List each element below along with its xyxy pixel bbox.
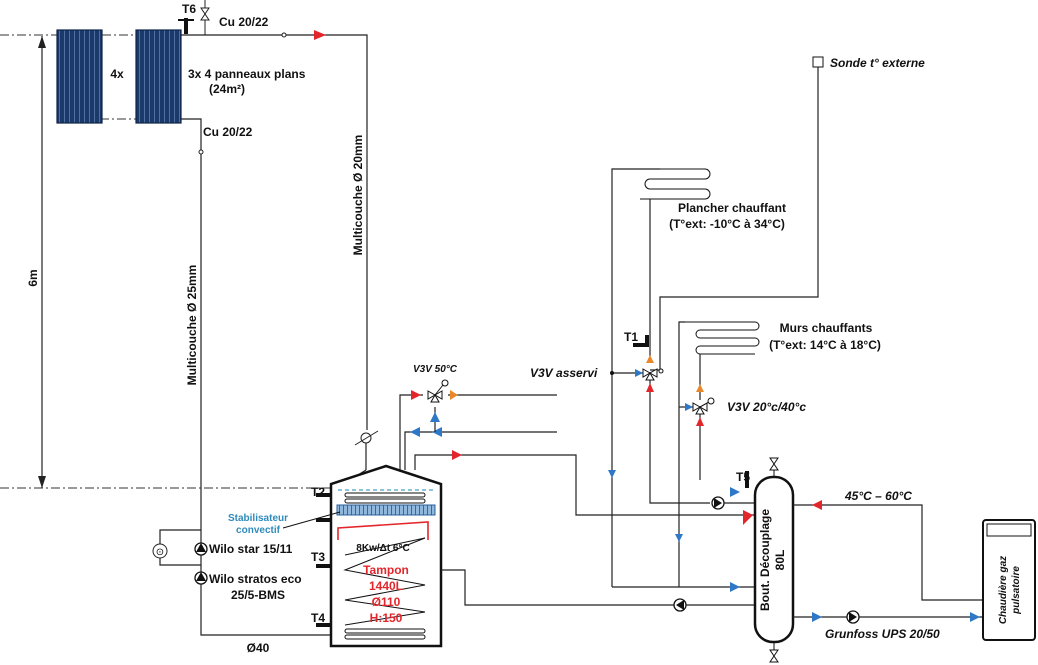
boiler-label-2: pulsatoire [1011,566,1022,615]
grunfoss-pump-icon [846,610,860,624]
plancher-label-1: Plancher chauffant [678,201,786,215]
t4-label: T4 [311,611,325,625]
temp-range-label: 45°C – 60°C [844,489,912,503]
panels-label-1: 3x 4 panneaux plans [188,67,306,81]
grunfoss-label: Grunfoss UPS 20/50 [825,627,940,641]
v3v-50-valve-icon [427,379,449,403]
tank-label-2: 1440L [369,579,403,593]
t1-label: T1 [624,330,638,344]
stabilizer-label-2: convectif [236,525,281,536]
t5-label: T5 [736,470,750,484]
wilo-stratos-label-1: Wilo stratos eco [209,572,302,586]
wilo-star-pump-icon [194,542,208,556]
sonde-label: Sonde t° externe [830,56,925,70]
drain-valve-icon [769,642,779,663]
floor-heating-coil [611,168,711,485]
solar-pump-group: ⊙ Wilo star 15/11 Wilo stratos eco 25/5-… [152,529,302,655]
height-dimension: 6m [26,36,46,488]
tank-label-1: Tampon [363,563,409,577]
top-vent-icon [769,457,779,477]
floor-pump-icon [711,496,725,510]
heating-circuits: Sonde t° externe Plancher chauffant (T°e… [530,56,925,612]
wilo-star-label: Wilo star 15/11 [209,542,293,556]
cu-top-label: Cu 20/22 [219,15,269,29]
panels-label-2: (24m²) [209,82,245,96]
collector-pipes: T6 Cu 20/22 Cu 20/22 Multicouche Ø 25mm … [178,0,379,636]
t2-label: T2 [311,485,325,499]
solar-panels: 4x 3x 4 panneaux plans (24m²) [56,29,306,124]
tank-label-4: H:150 [370,611,403,625]
height-label: 6m [26,269,40,286]
bout-label-1: Bout. Découplage [758,509,772,611]
buffer-tank: T2 T3 T4 Stabilisateur convectif 8Kw/Δt … [228,464,443,648]
boiler-label-1: Chaudière gaz [998,556,1009,624]
tank-label-3: Ø110 [372,595,401,609]
decoupling-bottle: Bout. Découplage 80L T5 [736,457,795,663]
diam40-label: Ø40 [247,641,270,655]
panels-count: 4x [110,67,124,81]
tank-distribution-pipes: V3V 50°C [399,364,755,606]
murs-label-2: (T°ext: 14°C à 18°C) [769,338,881,352]
bout-label-2: 80L [773,550,787,571]
wall-heating-coil [678,321,760,587]
boiler: 45°C – 60°C Grunfoss UPS 20/50 Chaudière… [793,489,1036,641]
stabilizer-label-1: Stabilisateur [228,513,288,524]
murs-label-1: Murs chauffants [780,321,873,335]
return-pump-icon [673,598,687,612]
t6-label: T6 [182,2,196,16]
v3v-50-label: V3V 50°C [413,364,458,375]
flow-valve-icon [354,430,379,446]
air-vent-icon [200,0,210,35]
v3v-2040-valve-icon [692,397,715,415]
wilo-stratos-label-2: 25/5-BMS [231,588,285,602]
multicouche-20-label: Multicouche Ø 20mm [351,135,365,256]
multicouche-25-label: Multicouche Ø 25mm [185,265,199,386]
t3-label: T3 [311,550,325,564]
exchanger-label: 8Kw/Δt 6°C [356,543,409,554]
v3v-2040-label: V3V 20°c/40°c [727,400,806,414]
wilo-stratos-pump-icon [194,571,208,585]
v3v-asservi-valve-icon [642,368,664,381]
v3v-asservi-label: V3V asservi [530,366,598,380]
gauge-icon: ⊙ [156,547,164,558]
cu-mid-label: Cu 20/22 [203,125,253,139]
plancher-label-2: (T°ext: -10°C à 34°C) [669,217,785,231]
